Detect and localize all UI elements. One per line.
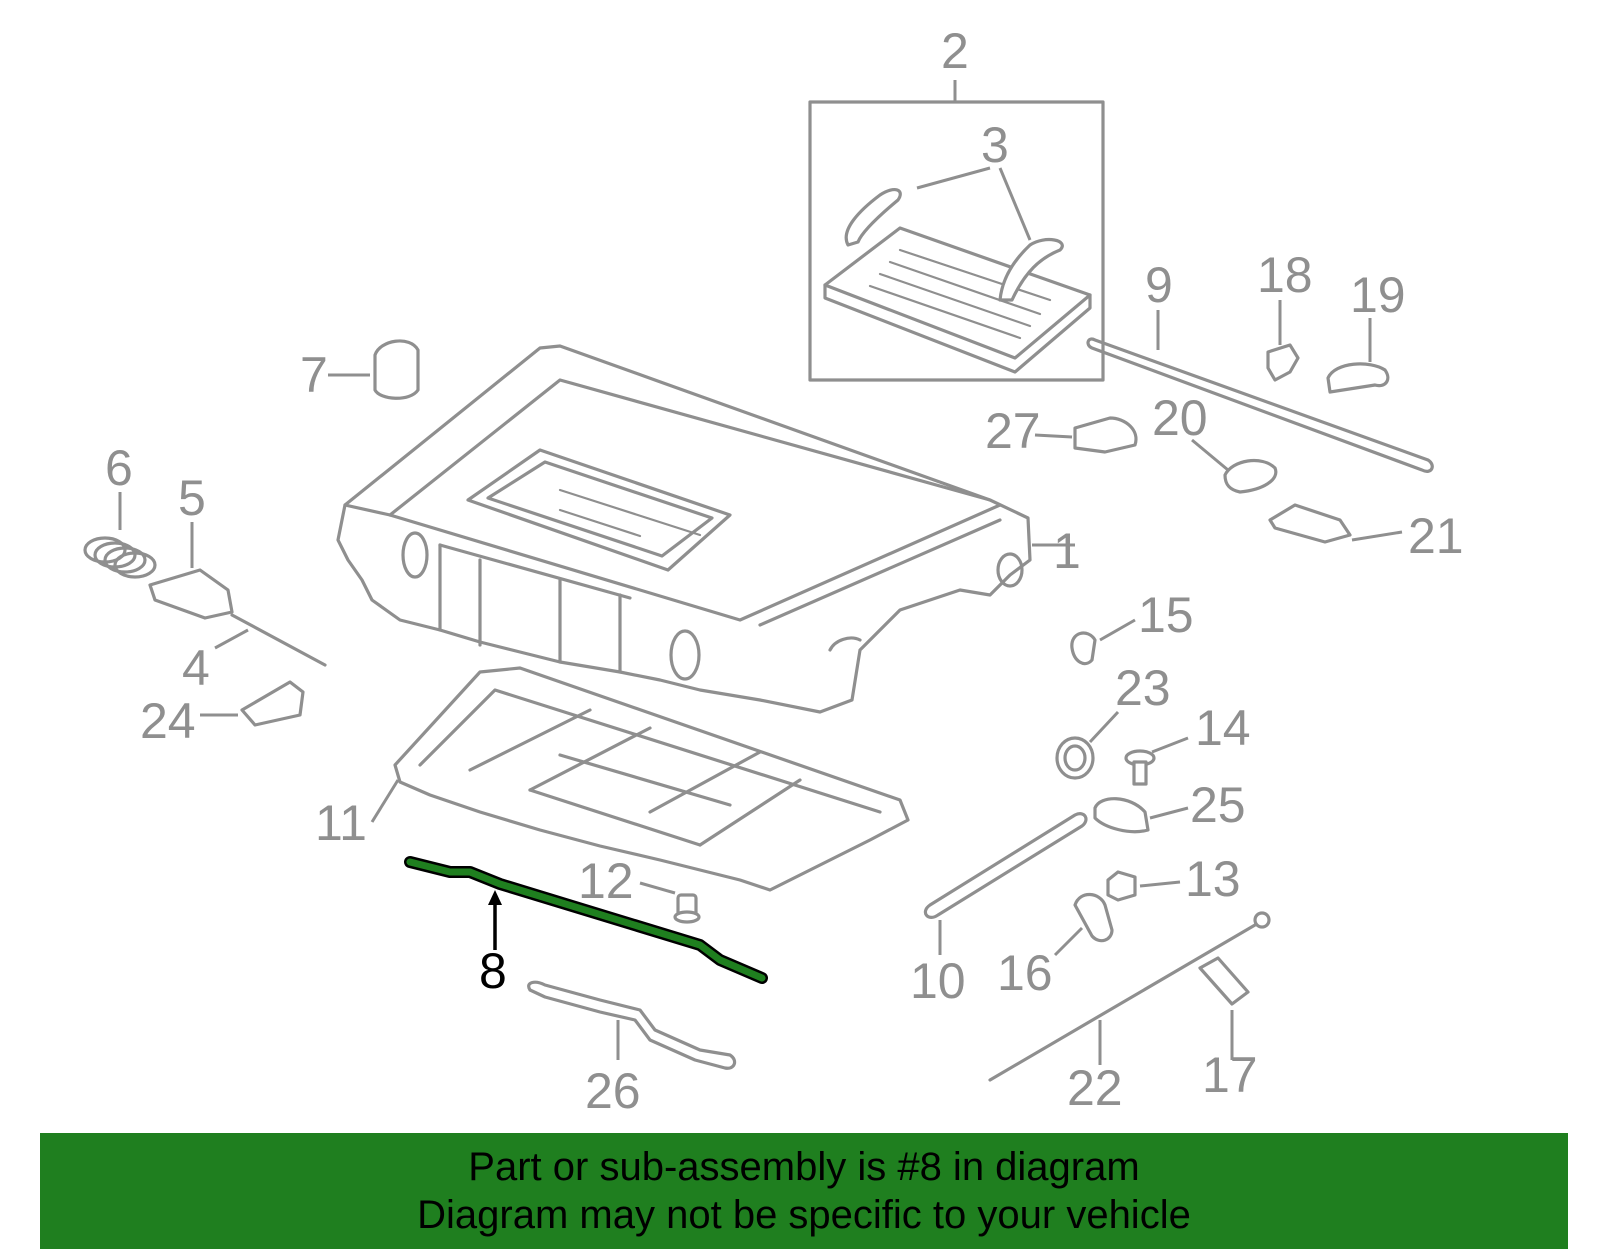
part-11-inner-panel xyxy=(370,666,910,892)
part-7-cap xyxy=(328,339,420,400)
info-banner: Part or sub-assembly is #8 in diagram Di… xyxy=(40,1133,1568,1249)
callout-20: 20 xyxy=(1152,390,1208,446)
callout-7: 7 xyxy=(300,347,328,403)
part-22-cable xyxy=(988,911,1271,1082)
callout-11: 11 xyxy=(315,795,367,851)
callout-17: 17 xyxy=(1202,1047,1258,1103)
callout-2: 2 xyxy=(941,23,969,79)
callout-9: 9 xyxy=(1145,257,1173,313)
part-3-pad xyxy=(823,166,1092,374)
part-5-latch xyxy=(148,522,234,620)
callout-14: 14 xyxy=(1195,700,1251,756)
callout-12: 12 xyxy=(578,853,634,909)
callout-5: 5 xyxy=(178,470,206,526)
part-26-rod xyxy=(527,980,737,1070)
callout-25: 25 xyxy=(1190,777,1246,833)
callout-15: 15 xyxy=(1138,587,1194,643)
banner-line-disclaimer: Diagram may not be specific to your vehi… xyxy=(417,1193,1191,1237)
part-2-inset-box xyxy=(808,80,1105,382)
part-19-clip xyxy=(1326,318,1390,394)
callout-10: 10 xyxy=(910,953,966,1009)
callout-21: 21 xyxy=(1408,508,1464,564)
part-10-strip xyxy=(923,812,1088,955)
part-20-plate xyxy=(1191,438,1278,494)
callout-4: 4 xyxy=(182,640,210,696)
part-12-bolt xyxy=(639,881,701,924)
callout-8: 8 xyxy=(479,943,507,999)
part-14-clip xyxy=(1124,736,1189,786)
callout-22: 22 xyxy=(1067,1060,1123,1116)
part-4-cable xyxy=(214,613,327,667)
banner-line-part: Part or sub-assembly is #8 in diagram xyxy=(468,1145,1140,1189)
callout-13: 13 xyxy=(1185,851,1241,907)
part-21-bracket xyxy=(1268,503,1403,544)
callout-1: 1 xyxy=(1053,523,1081,579)
callout-3: 3 xyxy=(981,117,1009,173)
callout-6: 6 xyxy=(105,440,133,496)
callout-26: 26 xyxy=(585,1063,641,1119)
part-9-molding xyxy=(1086,310,1434,473)
part-25-grommet xyxy=(1093,797,1189,834)
part-18-clip xyxy=(1266,300,1300,382)
part-17-clip xyxy=(1198,956,1250,1060)
callout-16: 16 xyxy=(997,945,1053,1001)
part-27-bracket xyxy=(1034,416,1138,454)
part-24-pad xyxy=(200,680,305,727)
callout-19: 19 xyxy=(1350,267,1406,323)
part-6-spring xyxy=(83,492,157,579)
part-15-clip xyxy=(1070,618,1136,666)
callout-23: 23 xyxy=(1115,660,1171,716)
callout-24: 24 xyxy=(140,693,196,749)
part-1-hood xyxy=(336,344,1075,714)
callout-27: 27 xyxy=(985,403,1041,459)
part-16-latch xyxy=(1053,892,1114,957)
part-13-block xyxy=(1106,870,1181,902)
part-8-highlighted-strip xyxy=(404,856,768,984)
part-23-plug xyxy=(1055,710,1120,780)
callout-18: 18 xyxy=(1257,247,1313,303)
